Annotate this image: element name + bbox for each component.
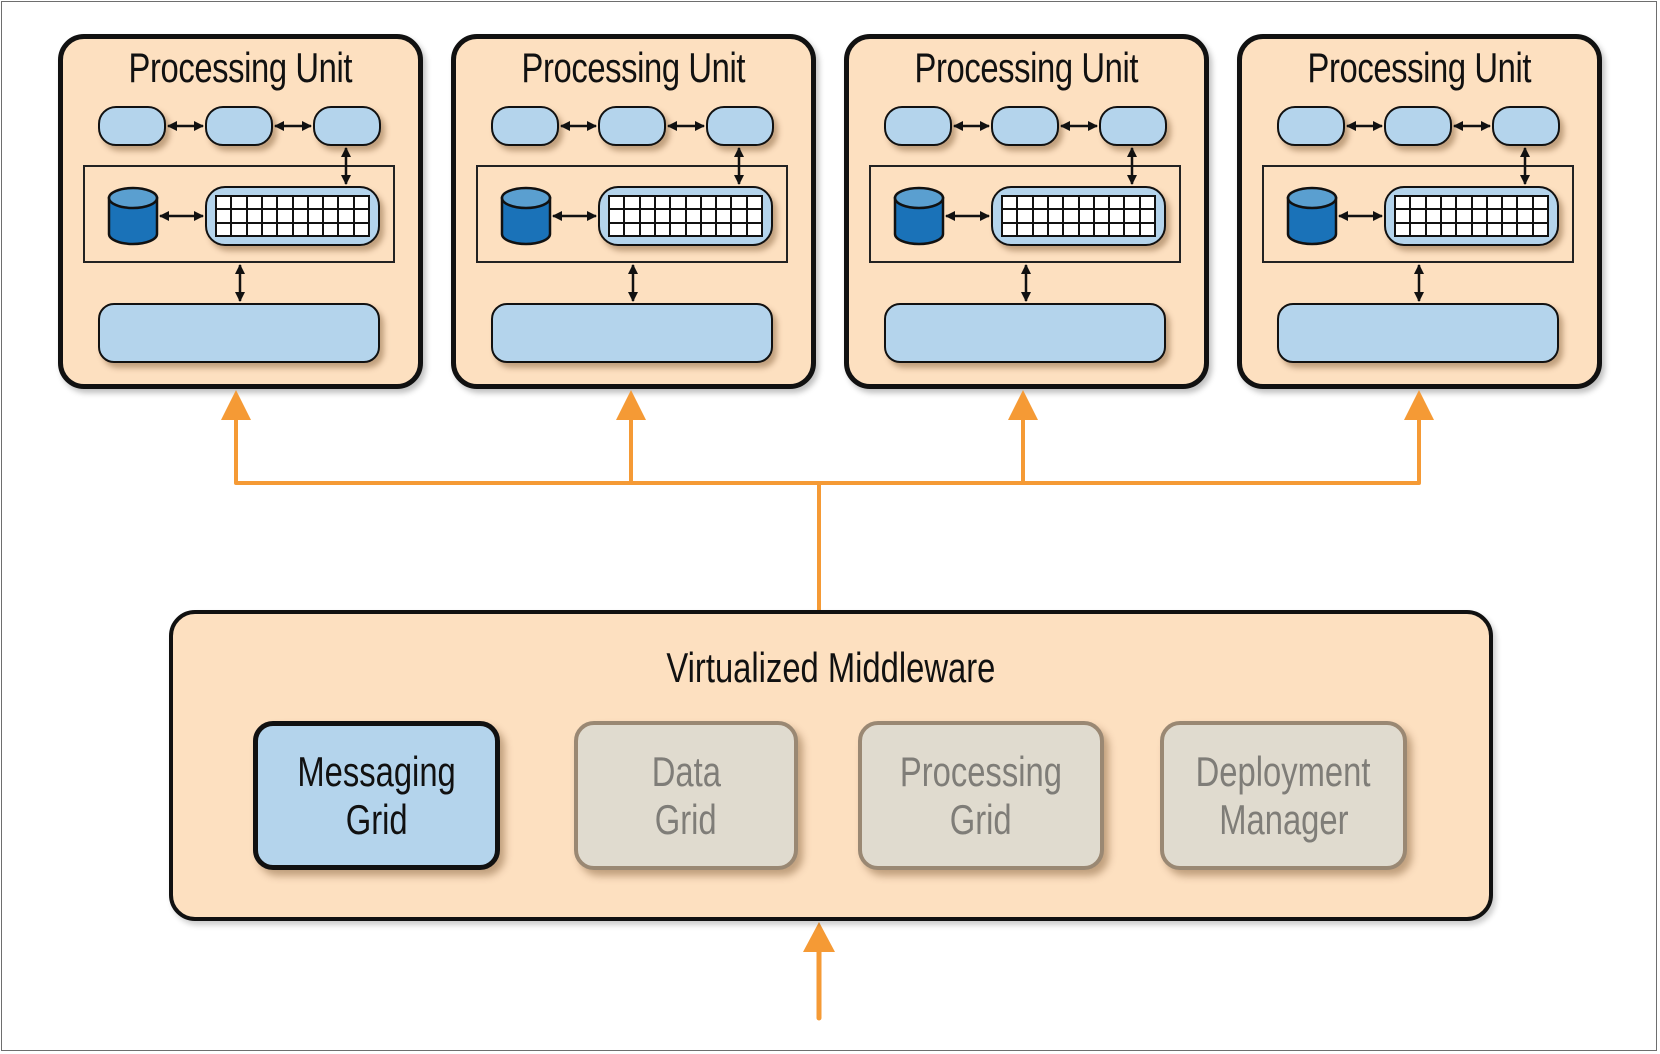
processing-unit-title: Processing Unit: [58, 44, 423, 92]
processing-unit-title: Processing Unit: [451, 44, 816, 92]
database-cylinder-icon: [1286, 186, 1338, 246]
data-container: [1262, 165, 1574, 263]
service-node: [991, 106, 1059, 146]
service-node: [598, 106, 666, 146]
unit-connectors: [893, 121, 1137, 302]
component-processing-grid: Processing Grid: [858, 721, 1104, 870]
space-bar: [491, 303, 773, 363]
arrow-up-icon: [616, 390, 646, 420]
grid-cells: [1001, 195, 1156, 237]
unit-connectors: [1286, 121, 1530, 302]
middleware-title: Virtualized Middleware: [666, 644, 996, 691]
grid-cells: [215, 195, 370, 237]
data-grid-icon: [598, 186, 773, 246]
database-cylinder-icon: [893, 186, 945, 246]
processing-unit-title-text: Processing Unit: [521, 44, 746, 91]
component-label-line2: Manager: [1218, 795, 1349, 843]
component-label-line1: Data: [651, 747, 721, 795]
data-container: [83, 165, 395, 263]
component-label-line1: Deployment: [1196, 747, 1371, 795]
service-node: [491, 106, 559, 146]
processing-unit: Processing Unit: [58, 34, 423, 389]
grid-cells: [608, 195, 763, 237]
service-node: [884, 106, 952, 146]
space-bar: [884, 303, 1166, 363]
processing-unit-title-text: Processing Unit: [128, 44, 353, 91]
data-container: [476, 165, 788, 263]
unit-connectors: [107, 121, 351, 302]
component-deployment-manager: Deployment Manager: [1160, 721, 1407, 870]
service-node: [1384, 106, 1452, 146]
data-grid-icon: [205, 186, 380, 246]
arrow-up-icon: [803, 922, 835, 952]
service-node: [205, 106, 273, 146]
processing-unit: Processing Unit: [451, 34, 816, 389]
component-label-line2: Grid: [950, 795, 1012, 843]
data-grid-icon: [1384, 186, 1559, 246]
service-node: [1277, 106, 1345, 146]
processing-unit: Processing Unit: [1237, 34, 1602, 389]
component-label-line2: Grid: [655, 795, 717, 843]
service-node: [1492, 106, 1560, 146]
arrow-up-icon: [1404, 390, 1434, 420]
data-grid-icon: [991, 186, 1166, 246]
grid-cells: [1394, 195, 1549, 237]
arrow-up-icon: [1008, 390, 1038, 420]
database-cylinder-icon: [500, 186, 552, 246]
component-data-grid: Data Grid: [574, 721, 798, 870]
arrow-up-icon: [221, 390, 251, 420]
processing-unit: Processing Unit: [844, 34, 1209, 389]
space-bar: [1277, 303, 1559, 363]
processing-unit-title: Processing Unit: [1237, 44, 1602, 92]
component-label-line1: Processing: [899, 747, 1063, 795]
component-messaging-grid: Messaging Grid: [253, 721, 500, 870]
service-node: [313, 106, 381, 146]
service-node: [98, 106, 166, 146]
service-node: [1099, 106, 1167, 146]
database-cylinder-icon: [107, 186, 159, 246]
component-label-line2: Grid: [345, 795, 408, 843]
data-container: [869, 165, 1181, 263]
unit-connectors: [500, 121, 744, 302]
processing-unit-title-text: Processing Unit: [914, 44, 1139, 91]
virtualized-middleware: Virtualized Middleware Messaging Grid Da…: [169, 610, 1493, 921]
processing-unit-title-text: Processing Unit: [1307, 44, 1532, 91]
component-label-line1: Messaging: [297, 747, 456, 795]
service-node: [706, 106, 774, 146]
processing-unit-title: Processing Unit: [844, 44, 1209, 92]
space-bar: [98, 303, 380, 363]
